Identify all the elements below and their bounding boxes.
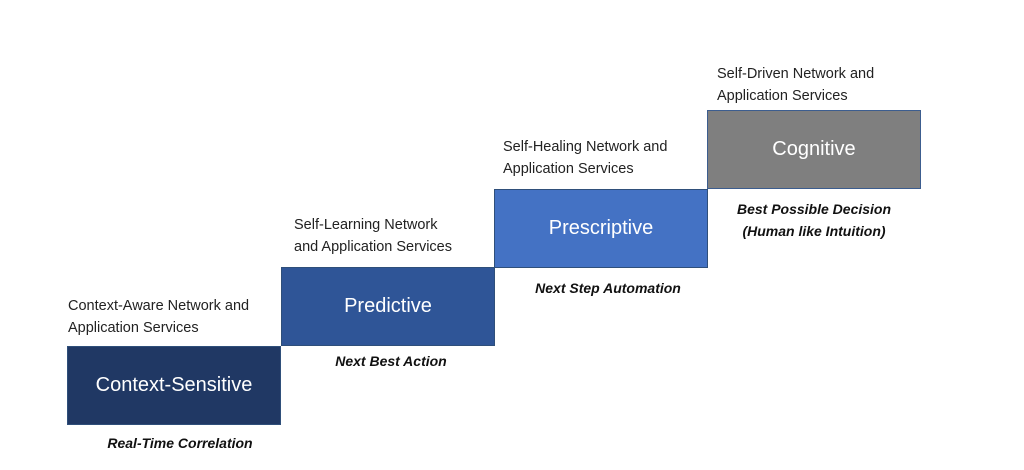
sublabel-line: (Human like Intuition): [742, 223, 886, 239]
step-label: Prescriptive: [548, 217, 654, 239]
caption-line: Context-Aware Network and: [68, 298, 250, 314]
step-sublabel-context-sensitive: Real-Time Correlation: [67, 432, 293, 454]
caption-line: Application Services: [717, 88, 848, 104]
step-caption-prescriptive: Self-Healing Network and Application Ser…: [503, 136, 667, 180]
caption-line: Application Services: [68, 320, 199, 336]
step-sublabel-predictive: Next Best Action: [281, 350, 501, 372]
sublabel-line: Real-Time Correlation: [107, 435, 253, 451]
caption-line: Self-Healing Network and: [503, 139, 668, 155]
step-label: Cognitive: [772, 138, 856, 160]
step-sublabel-cognitive: Best Possible Decision (Human like Intui…: [707, 198, 921, 242]
sublabel-line: Next Best Action: [335, 353, 447, 369]
caption-line: and Application Services: [294, 239, 452, 255]
step-box-cognitive: Cognitive: [707, 110, 921, 189]
sublabel-line: Best Possible Decision: [736, 201, 892, 217]
caption-line: Self-Driven Network and: [717, 66, 875, 82]
step-caption-context-sensitive: Context-Aware Network and Application Se…: [68, 295, 249, 339]
caption-line: Application Services: [503, 161, 634, 177]
step-caption-predictive: Self-Learning Network and Application Se…: [294, 214, 452, 258]
step-label: Predictive: [344, 295, 432, 317]
step-box-context-sensitive: Context-Sensitive: [67, 346, 281, 425]
step-box-predictive: Predictive: [281, 267, 495, 346]
step-sublabel-prescriptive: Next Step Automation: [494, 277, 722, 299]
caption-line: Self-Learning Network: [294, 217, 438, 233]
step-label: Context-Sensitive: [95, 374, 253, 396]
step-caption-cognitive: Self-Driven Network and Application Serv…: [717, 63, 874, 107]
sublabel-line: Next Step Automation: [535, 280, 681, 296]
step-box-prescriptive: Prescriptive: [494, 189, 708, 268]
